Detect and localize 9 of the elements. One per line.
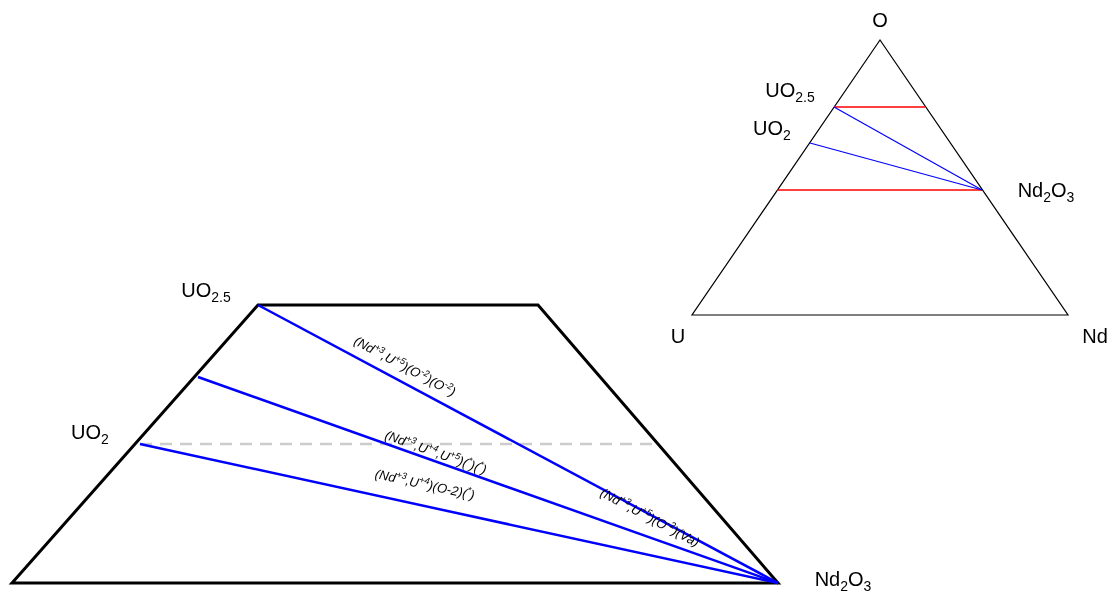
composition-label: Nd	[1082, 324, 1108, 348]
composition-label: O	[872, 8, 888, 32]
composition-label: UO$_{2}$	[753, 116, 791, 144]
composition-label: UO$_{2.5}$	[181, 278, 231, 306]
composition-label: Nd$_{2}$O$_{3}$	[1017, 178, 1075, 206]
composition-label: UO$_{2}$	[71, 420, 109, 448]
composition-label: UO$_{2.5}$	[765, 78, 815, 106]
composition-label: U	[670, 324, 686, 348]
composition-label: Nd$_{2}$O$_{3}$	[814, 567, 872, 595]
